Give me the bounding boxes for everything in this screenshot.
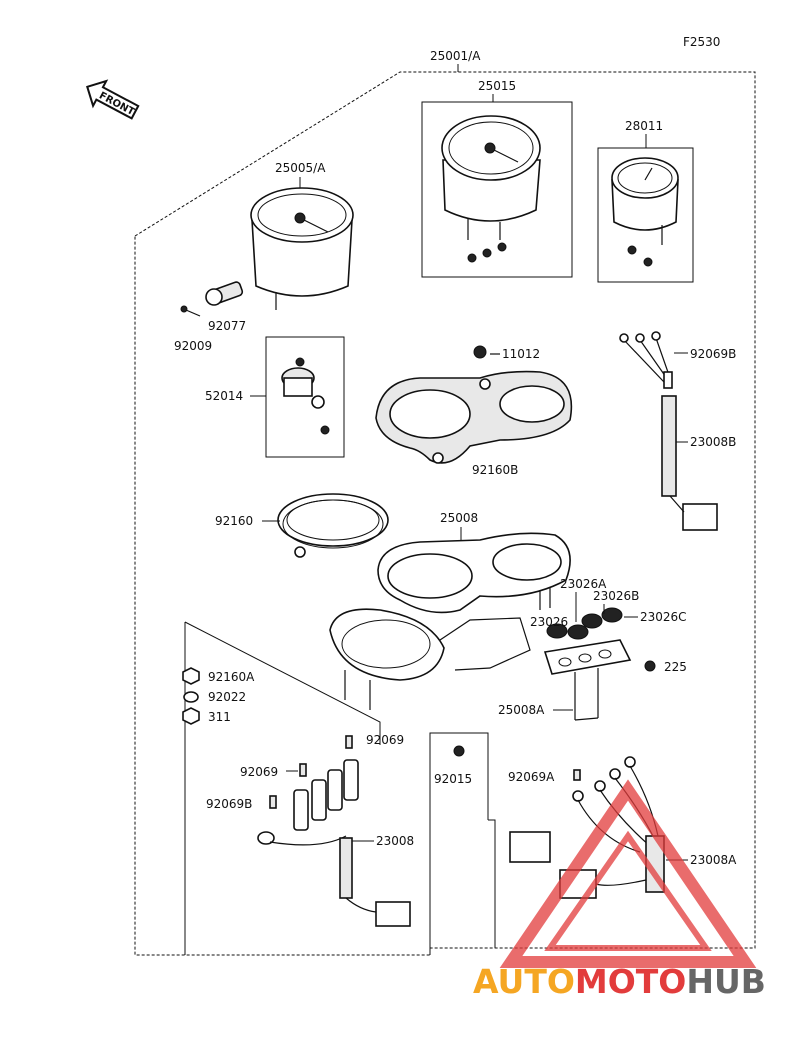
label-23008: 23008 — [376, 834, 414, 848]
socket-plate-25008A — [543, 639, 656, 721]
sensor-box — [265, 336, 345, 458]
ref-code: F2530 — [683, 35, 720, 49]
label-25001A: 25001/A — [430, 49, 481, 63]
meter-cover-92160B — [375, 370, 573, 464]
label-92009: 92009 — [174, 339, 212, 353]
label-92022: 92022 — [208, 690, 246, 704]
harness-box-left — [488, 819, 496, 948]
watermark-part3: HUB — [686, 962, 766, 1001]
screw-92015 — [453, 745, 465, 757]
screw-box-outline — [429, 732, 489, 955]
label-52014: 52014 — [205, 389, 243, 403]
label-92069B-top: 92069B — [690, 347, 736, 361]
watermark-part1: AUTO — [473, 962, 575, 1001]
label-23008A: 23008A — [690, 853, 737, 867]
screw-11012 — [473, 345, 500, 359]
watermark-text: AUTOMOTOHUB — [473, 962, 766, 1001]
bulb-sockets-23026 — [546, 607, 623, 640]
label-92015: 92015 — [434, 772, 472, 786]
label-92077: 92077 — [208, 319, 246, 333]
label-23026: 23026 — [530, 615, 568, 629]
nut-washer-set — [182, 667, 200, 725]
tachometer-box — [421, 101, 573, 278]
drive-gear-part — [180, 281, 244, 317]
label-25005A: 25005/A — [275, 161, 326, 175]
label-92160: 92160 — [215, 514, 253, 528]
label-25008A: 25008A — [498, 703, 545, 717]
label-92160B: 92160B — [472, 463, 518, 477]
label-92160A: 92160A — [208, 670, 255, 684]
label-25015: 25015 — [478, 79, 516, 93]
watermark-part2: MOTO — [575, 962, 686, 1001]
watermark-logo — [499, 779, 757, 968]
hardware-outline — [184, 621, 381, 745]
label-28011: 28011 — [625, 119, 663, 133]
label-92069B-bot: 92069B — [206, 797, 252, 811]
label-311: 311 — [208, 710, 231, 724]
front-arrow-icon: FRONT — [86, 79, 140, 120]
label-225: 225 — [664, 660, 687, 674]
label-92069-a: 92069 — [366, 733, 404, 747]
harness-23008 — [257, 735, 411, 927]
speedometer-gauge — [250, 187, 354, 310]
label-92069A: 92069A — [508, 770, 555, 784]
label-23026C: 23026C — [640, 610, 687, 624]
gasket-92160 — [277, 493, 389, 558]
label-11012: 11012 — [502, 347, 540, 361]
meter-bracket-25008 — [329, 532, 571, 710]
small-gauge — [611, 157, 679, 267]
sensor-part — [281, 357, 330, 435]
harness-23008B — [619, 331, 718, 531]
label-23026B: 23026B — [593, 589, 639, 603]
label-25008: 25008 — [440, 511, 478, 525]
label-92069-b: 92069 — [240, 765, 278, 779]
label-23008B: 23008B — [690, 435, 736, 449]
tachometer-gauge — [441, 115, 541, 263]
label-23026A: 23026A — [560, 577, 607, 591]
